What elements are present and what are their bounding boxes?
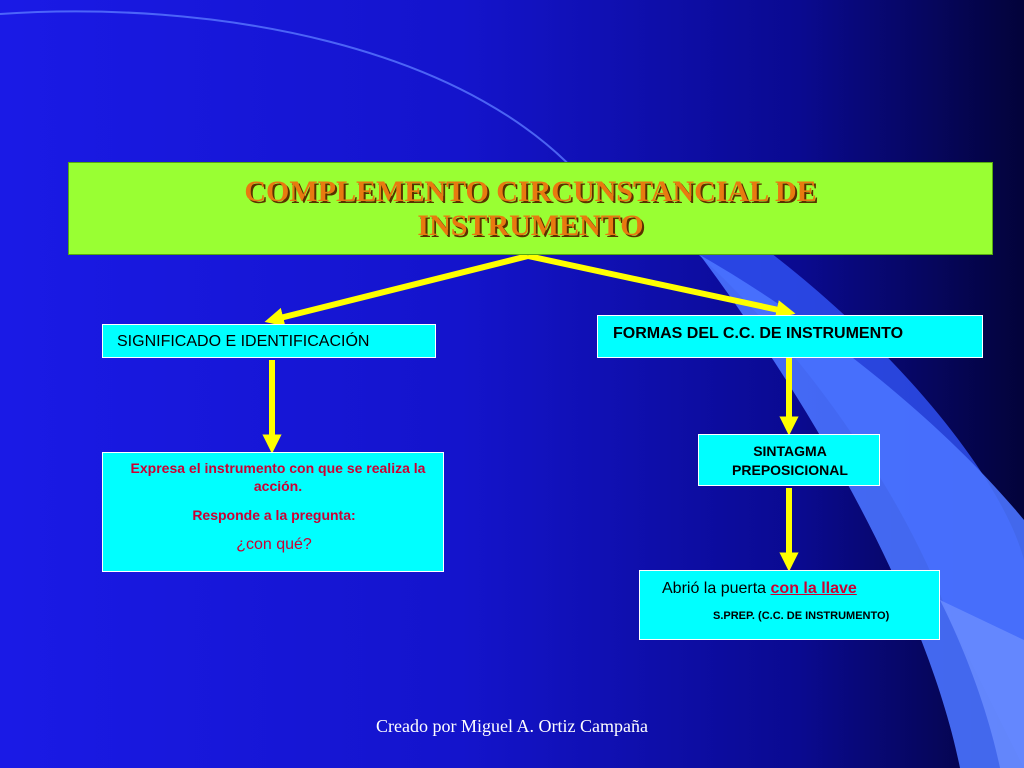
example-label: S.PREP. (C.C. DE INSTRUMENTO) bbox=[713, 610, 890, 622]
sintagma-label-line2: PREPOSICIONAL bbox=[732, 462, 848, 478]
background-swoosh-edge bbox=[940, 600, 1024, 768]
author-credit: Creado por Miguel A. Ortiz Campaña bbox=[376, 716, 648, 736]
sintagma-box: SINTAGMA PREPOSICIONAL bbox=[698, 434, 880, 486]
question-text: ¿con qué? bbox=[236, 536, 312, 553]
slide-title: COMPLEMENTO CIRCUNSTANCIAL DE INSTRUMENT… bbox=[244, 174, 817, 242]
question-prompt: Responde a la pregunta: bbox=[192, 507, 356, 523]
significado-heading: SIGNIFICADO E IDENTIFICACIÓN bbox=[117, 333, 370, 350]
sintagma-label: SINTAGMA PREPOSICIONAL bbox=[699, 442, 881, 480]
sintagma-label-line1: SINTAGMA bbox=[753, 443, 827, 459]
background-swoosh-line bbox=[0, 10, 601, 201]
formas-box: FORMAS DEL C.C. DE INSTRUMENTO bbox=[597, 315, 983, 358]
title-box: COMPLEMENTO CIRCUNSTANCIAL DE INSTRUMENT… bbox=[68, 162, 993, 255]
formas-heading: FORMAS DEL C.C. DE INSTRUMENTO bbox=[613, 325, 904, 342]
significado-box: SIGNIFICADO E IDENTIFICACIÓN bbox=[102, 324, 436, 358]
arrow-title-to-significado bbox=[264, 253, 529, 327]
definition-box: Expresa el instrumento con que se realiz… bbox=[102, 452, 444, 572]
example-sentence: Abrió la puerta con la llave bbox=[662, 580, 857, 598]
example-prefix: Abrió la puerta bbox=[662, 580, 771, 597]
example-highlight: con la llave bbox=[770, 580, 857, 597]
background-swoosh-inner bbox=[700, 255, 1024, 768]
example-box: Abrió la puerta con la llave S.PREP. (C.… bbox=[639, 570, 940, 640]
definition-text: Expresa el instrumento con que se realiz… bbox=[130, 460, 426, 494]
arrow-title-to-formas bbox=[527, 253, 796, 319]
